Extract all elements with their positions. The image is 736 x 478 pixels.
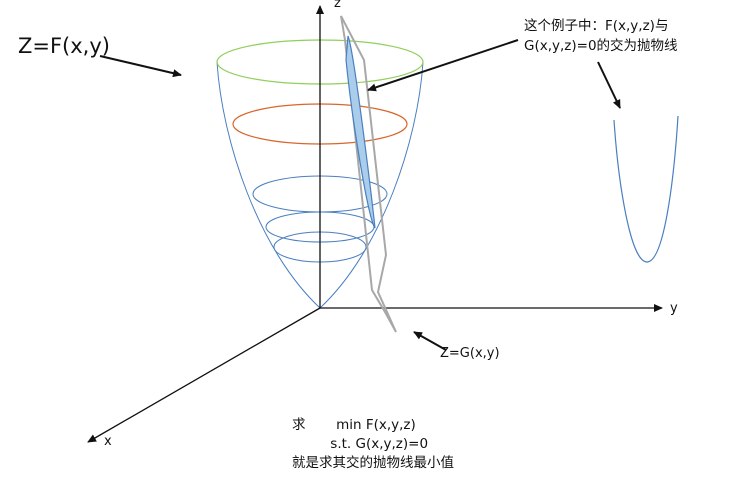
arrow-to-surface-f: [99, 55, 182, 78]
surface-f-label: Z=F(x,y): [18, 34, 110, 58]
intersection-note-line-2: G(x,y,z)=0的交为抛物线: [524, 38, 678, 54]
parabola-2d: [613, 115, 679, 263]
z-axis-label: z: [334, 0, 341, 11]
y-axis-label: y: [670, 301, 678, 316]
arrow-to-intersection: [367, 39, 519, 92]
surface-g-label: Z=G(x,y): [440, 346, 500, 361]
problem-line-3: 就是求其交的抛物线最小值: [292, 455, 454, 471]
problem-solve-word: 求: [292, 417, 306, 433]
arrow-to-parabola: [597, 61, 621, 109]
intersection-slice: [345, 35, 376, 229]
problem-objective: min F(x,y,z): [336, 417, 416, 433]
problem-statement: 求 min F(x,y,z) s.t. G(x,y,z)=0 就是求其交的抛物线…: [292, 416, 454, 473]
intersection-note: 这个例子中：F(x,y,z)与 G(x,y,z)=0的交为抛物线: [524, 16, 678, 56]
x-axis-label: x: [104, 434, 112, 449]
intersection-note-line-1: 这个例子中：F(x,y,z)与: [524, 18, 669, 34]
problem-constraint: s.t. G(x,y,z)=0: [330, 436, 429, 452]
problem-line-1: 求 min F(x,y,z): [292, 416, 454, 435]
x-axis: [87, 307, 321, 443]
arrow-to-plane: [413, 331, 447, 351]
problem-line-2: s.t. G(x,y,z)=0: [292, 435, 454, 454]
